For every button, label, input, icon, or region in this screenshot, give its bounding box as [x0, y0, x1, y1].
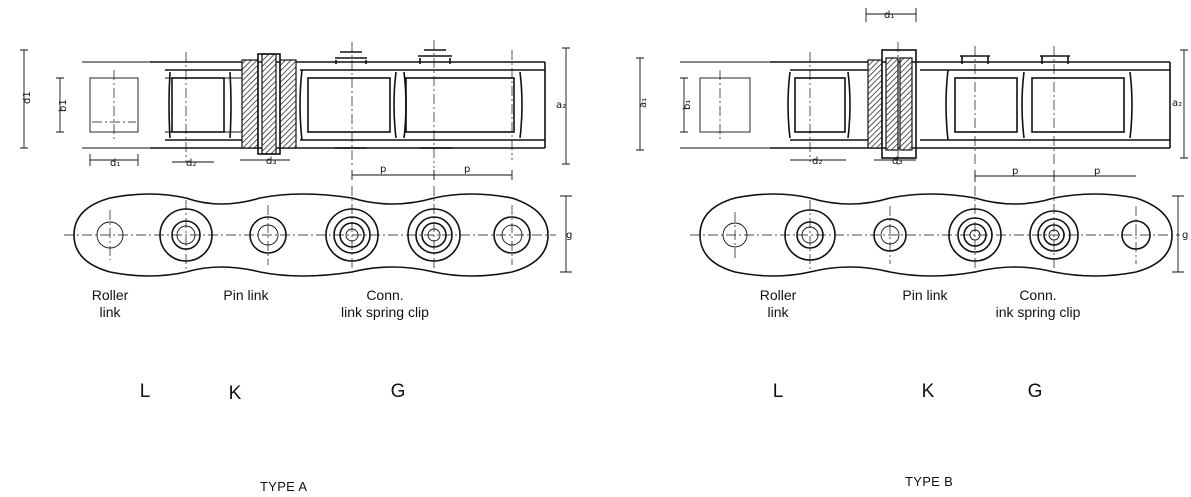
type-a-conn-link-label: Conn. link spring clip — [310, 287, 460, 321]
svg-text:g: g — [566, 230, 572, 241]
svg-text:g: g — [1182, 230, 1188, 241]
svg-text:b1: b1 — [58, 99, 69, 112]
type-a-letter-l: L — [139, 381, 151, 402]
type-a-pin-link-label: Pin link — [223, 287, 269, 303]
type-a-roller-link-label: Roller link — [80, 287, 140, 321]
svg-text:d₂: d₂ — [186, 158, 196, 169]
type-a-letter-g: G — [390, 381, 406, 402]
type-b-conn-link-line1: Conn. — [1019, 287, 1057, 303]
type-b-roller-link-line1: Roller — [759, 287, 797, 303]
type-b-letter-k: K — [921, 381, 935, 402]
svg-text:p: p — [464, 164, 470, 175]
type-a-conn-link-line2: link spring clip — [341, 304, 429, 320]
svg-text:d1: d1 — [22, 91, 33, 104]
type-a-conn-link-line1: Conn. — [366, 287, 404, 303]
svg-text:a₁: a₁ — [638, 98, 649, 108]
type-a-letter-k: K — [228, 383, 242, 404]
type-a-top-view: d1 b1 d₁ d₂ d₃ a₂ — [20, 40, 570, 169]
svg-text:a₂: a₂ — [1172, 98, 1182, 109]
svg-text:p: p — [1094, 166, 1100, 177]
svg-text:d₃: d₃ — [266, 156, 276, 167]
type-a-caption: TYPE A — [260, 479, 308, 494]
svg-text:d₂: d₂ — [812, 156, 822, 167]
type-b-roller-link-label: Roller link — [748, 287, 808, 321]
type-b-caption: TYPE B — [905, 474, 954, 489]
svg-text:d₁: d₁ — [110, 158, 120, 169]
type-b-top-view: a₁ b₁ d₁ d₂ d₃ a₂ — [636, 8, 1188, 167]
svg-text:d₃: d₃ — [892, 156, 902, 167]
svg-text:d₁: d₁ — [884, 10, 894, 21]
type-b-pin-link-label: Pin link — [902, 287, 948, 303]
svg-text:b₁: b₁ — [682, 100, 693, 110]
type-a-roller-link-line1: Roller — [91, 287, 129, 303]
type-b-side-view: p p g — [690, 166, 1188, 277]
type-b-letter-l: L — [772, 381, 784, 402]
type-b-conn-link-line2: ink spring clip — [995, 304, 1081, 320]
svg-text:a₂: a₂ — [556, 100, 566, 111]
svg-text:p: p — [380, 164, 386, 175]
svg-text:p: p — [1012, 166, 1018, 177]
type-b-conn-link-label: Conn. ink spring clip — [968, 287, 1108, 321]
type-a-side-view: p p g — [64, 164, 572, 277]
type-a-roller-link-line2: link — [99, 304, 121, 320]
type-b-roller-link-line2: link — [767, 304, 789, 320]
type-b-letter-g: G — [1027, 381, 1043, 402]
